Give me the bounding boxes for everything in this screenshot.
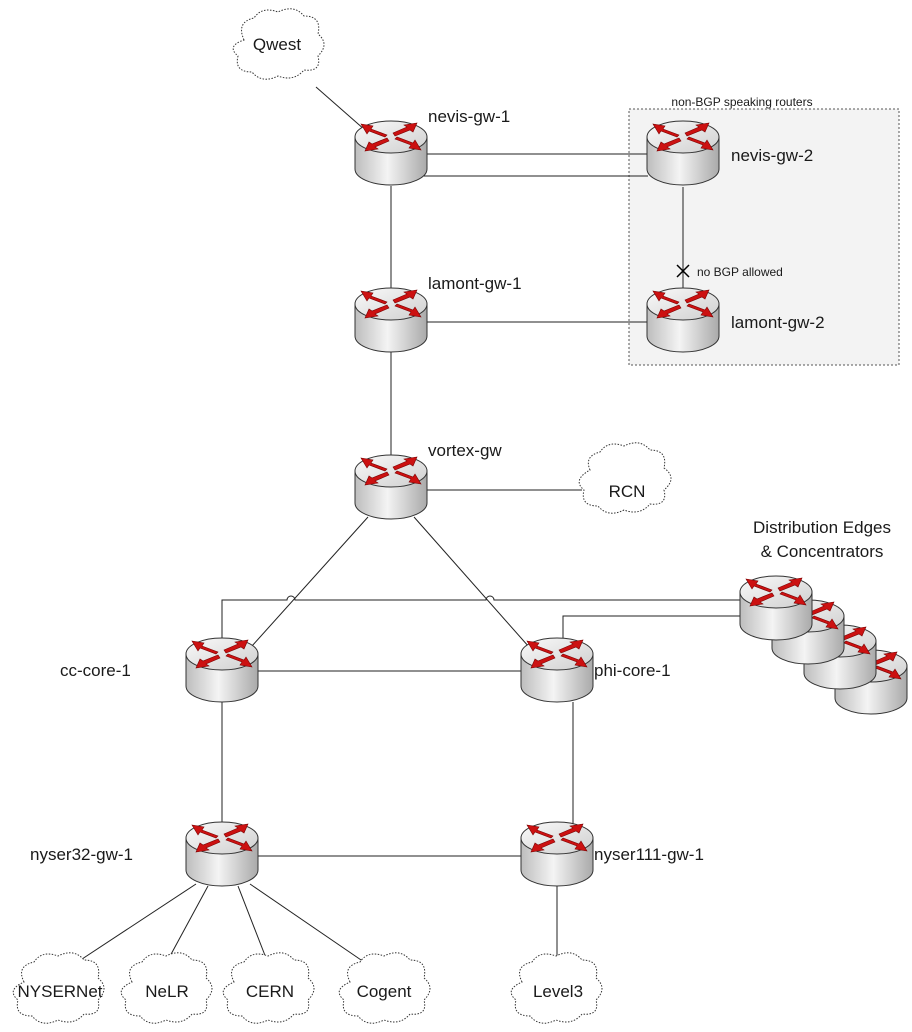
cloud-nelr: NeLR xyxy=(120,952,213,1024)
cloud-label: NYSERNet xyxy=(17,982,102,1001)
router-label: vortex-gw xyxy=(428,441,502,460)
link-qwest-nevis1 xyxy=(315,86,366,131)
links xyxy=(75,86,746,964)
cloud-label: Level3 xyxy=(533,982,583,1001)
distribution-title-line1: Distribution Edges xyxy=(753,518,891,537)
router-label: lamont-gw-1 xyxy=(428,274,522,293)
router-nyser32-gw-1: nyser32-gw-1 xyxy=(30,821,259,887)
distribution-router-stack xyxy=(739,575,908,715)
router-label: nevis-gw-1 xyxy=(428,107,510,126)
router-label: nevis-gw-2 xyxy=(731,146,813,165)
router-nyser111-gw-1: nyser111-gw-1 xyxy=(520,821,704,887)
router-icon xyxy=(185,637,259,703)
cloud-label: CERN xyxy=(246,982,294,1001)
router-phi-core-1: phi-core-1 xyxy=(520,637,671,703)
cloud-nysernet: NYSERNet xyxy=(12,952,105,1024)
cloud-cogent: Cogent xyxy=(338,952,431,1024)
non-bgp-group-title: non-BGP speaking routers xyxy=(671,95,812,109)
router-icon xyxy=(646,287,720,353)
link-vortex-phicore xyxy=(413,516,538,657)
router-label: cc-core-1 xyxy=(60,661,131,680)
cloud-level3: Level3 xyxy=(510,952,603,1024)
distribution-title-line2: & Concentrators xyxy=(761,542,884,561)
router-vortex-gw: vortex-gw xyxy=(354,441,502,520)
cloud-label: Qwest xyxy=(253,35,301,54)
router-nevis-gw-1: nevis-gw-1 xyxy=(354,107,510,186)
cloud-label: RCN xyxy=(609,482,646,501)
no-bgp-note: no BGP allowed xyxy=(697,265,783,279)
cloud-cern: CERN xyxy=(222,952,315,1024)
router-label: nyser111-gw-1 xyxy=(594,845,704,864)
router-icon xyxy=(354,120,428,186)
router-label: nyser32-gw-1 xyxy=(30,845,133,864)
link-vortex-cccore xyxy=(242,516,369,657)
distribution-router-icon xyxy=(739,575,813,641)
router-icon xyxy=(646,120,720,186)
cloud-label: NeLR xyxy=(145,982,188,1001)
cloud-qwest: Qwest xyxy=(232,8,325,80)
cloud-label: Cogent xyxy=(357,982,412,1001)
link-nyser32-nysernet xyxy=(75,883,197,964)
router-icon xyxy=(354,287,428,353)
router-lamont-gw-1: lamont-gw-1 xyxy=(354,274,522,353)
router-icon xyxy=(185,821,259,887)
link-nyser32-cogent xyxy=(249,883,365,963)
router-label: lamont-gw-2 xyxy=(731,313,825,332)
no-bgp-cross-icon xyxy=(676,264,690,278)
router-icon xyxy=(520,637,594,703)
router-label: phi-core-1 xyxy=(594,661,671,680)
router-nevis-gw-2: nevis-gw-2 xyxy=(646,120,813,186)
link-cccore-distribution xyxy=(221,595,746,656)
cloud-rcn: RCN xyxy=(578,442,672,514)
router-icon xyxy=(520,821,594,887)
router-lamont-gw-2: lamont-gw-2 xyxy=(646,287,825,353)
router-cc-core-1: cc-core-1 xyxy=(60,637,259,703)
router-icon xyxy=(354,454,428,520)
link-nyser32-cern xyxy=(237,885,267,959)
link-nyser32-nelr xyxy=(168,885,209,959)
